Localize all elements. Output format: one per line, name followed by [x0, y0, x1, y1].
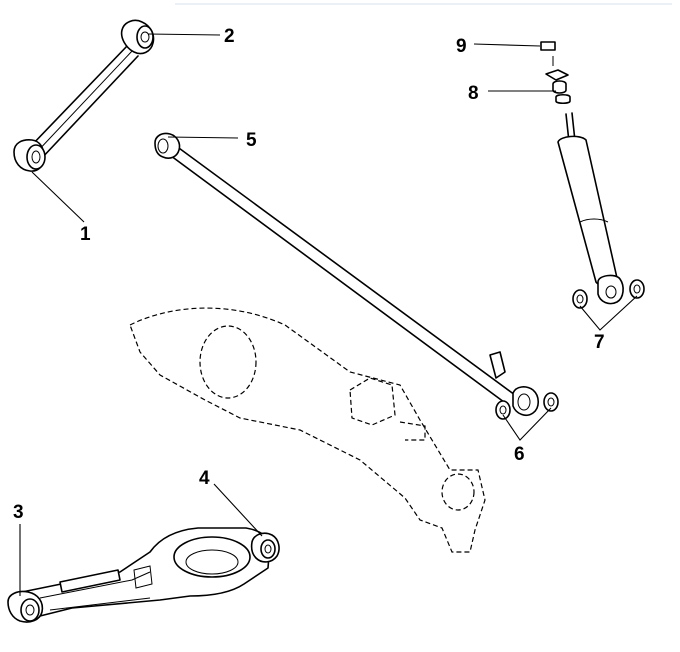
- rod-bushing-upper: [120, 19, 155, 55]
- shock-absorber: [557, 112, 624, 305]
- callout-1: 1: [80, 224, 91, 245]
- upper-control-rod: [29, 44, 139, 161]
- callout-3: 3: [13, 502, 24, 523]
- callout-7: 7: [594, 332, 605, 353]
- callout-8: 8: [468, 83, 479, 104]
- leader-lines: [19, 33, 638, 596]
- rod-bushing-lower: [13, 139, 46, 172]
- callout-2: 2: [224, 26, 235, 47]
- lateral-rod: [154, 132, 540, 416]
- lower-trailing-arm: [21, 527, 271, 617]
- shock-hardware-stack: [540, 41, 571, 105]
- axle-housing-outline: [129, 307, 486, 553]
- callout-4: 4: [199, 468, 210, 489]
- lateral-rod-bushings: [495, 392, 559, 420]
- callout-9: 9: [456, 36, 467, 57]
- callout-5: 5: [246, 130, 257, 151]
- trailing-arm-bushing-front: [250, 532, 280, 563]
- callout-6: 6: [514, 444, 525, 465]
- trailing-arm-bushing-rear: [7, 590, 44, 623]
- shock-lower-bushings: [572, 279, 645, 309]
